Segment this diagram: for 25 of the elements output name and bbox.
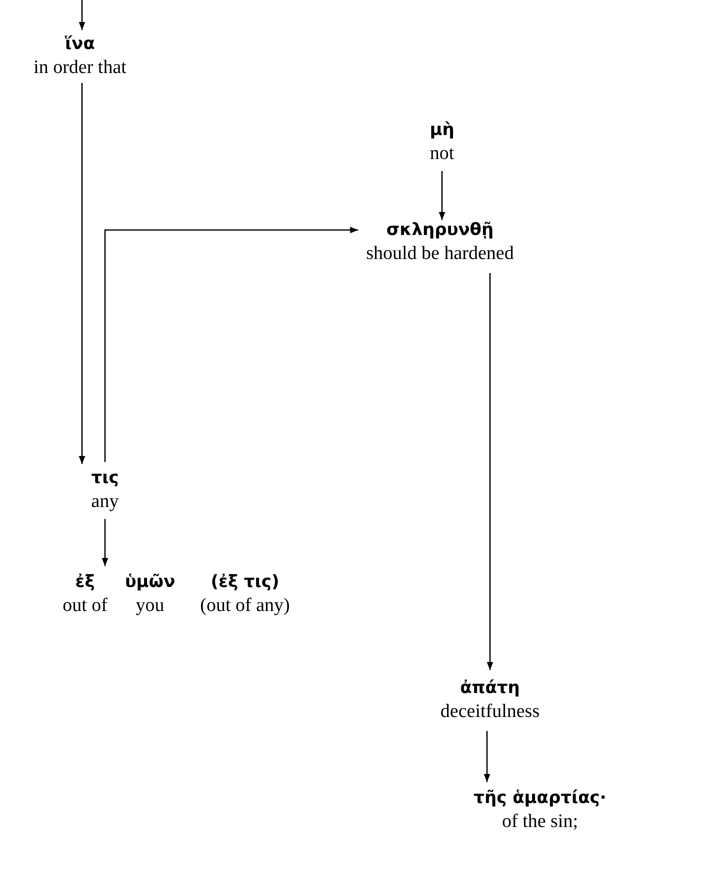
arrow [102, 519, 108, 566]
greek-word: μὴ [430, 119, 454, 142]
greek-word: σκληρυνθῇ [385, 219, 495, 242]
english-gloss: you [134, 594, 166, 617]
arrow [486, 273, 494, 670]
greek-word: ἀπάτη [459, 677, 521, 700]
english-gloss: in order that [34, 56, 126, 79]
english-gloss: (out of any) [200, 594, 290, 617]
english-gloss: deceitfulness [440, 700, 540, 723]
arrow [104, 226, 358, 462]
arrow [484, 731, 490, 782]
greek-word: (ἐξ τις) [210, 571, 280, 594]
greek-word: τῆς ἁμαρτίας· [474, 787, 606, 810]
english-gloss: out of [62, 594, 108, 617]
greek-word: τις [91, 467, 119, 490]
greek-word: ἐξ [74, 571, 96, 594]
english-gloss: any [91, 490, 119, 513]
greek-word: ὑμῶν [124, 571, 176, 594]
arrow [438, 171, 446, 220]
arrow [78, 83, 86, 464]
greek-word: ἵνα [64, 33, 96, 56]
english-gloss: not [430, 142, 454, 165]
english-gloss: should be hardened [366, 242, 514, 265]
arrow [78, 0, 86, 30]
english-gloss: of the sin; [501, 810, 579, 833]
